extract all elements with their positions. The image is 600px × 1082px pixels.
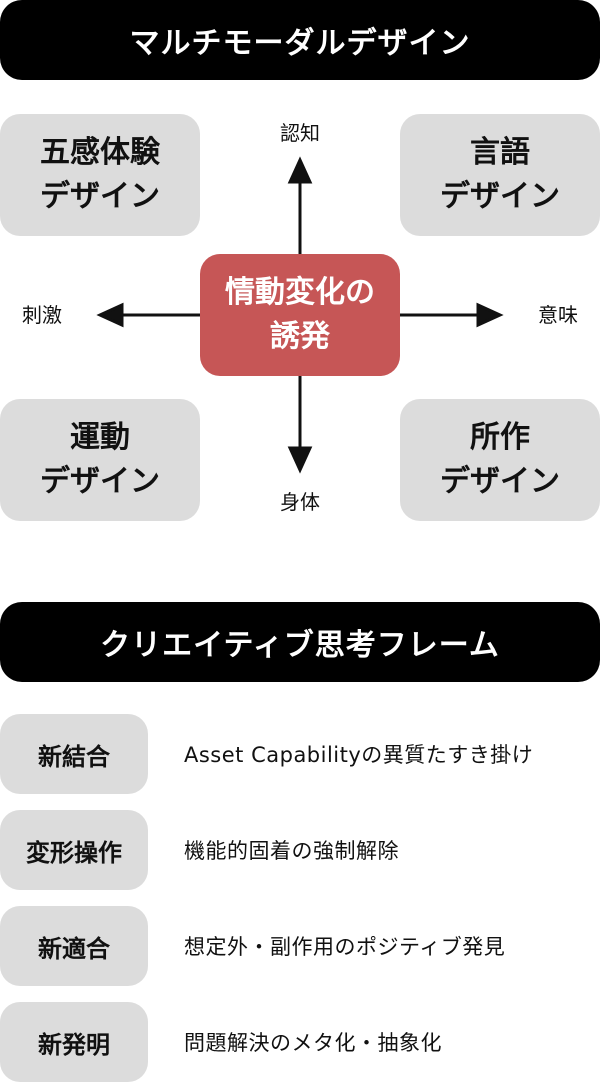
arrow-right-head bbox=[476, 302, 504, 328]
framework-desc: 想定外・副作用のポジティブ発見 bbox=[184, 935, 506, 959]
quadrant-language: 言語 デザイン bbox=[400, 114, 600, 236]
arrow-down-head bbox=[287, 446, 313, 474]
center-line-2: 誘発 bbox=[270, 319, 330, 354]
framework-desc: 問題解決のメタ化・抽象化 bbox=[184, 1031, 442, 1055]
axis-label-top: 認知 bbox=[280, 121, 320, 145]
center-line-1: 情動変化の bbox=[225, 275, 375, 310]
quadrant-line-2: デザイン bbox=[440, 464, 560, 499]
creative-thinking-title: クリエイティブ思考フレーム bbox=[100, 628, 500, 663]
quadrant-line-2: デザイン bbox=[40, 179, 160, 214]
center-emotion-change: 情動変化の 誘発 bbox=[200, 254, 400, 376]
framework-desc: 機能的固着の強制解除 bbox=[184, 839, 399, 863]
framework-desc: Asset Capabilityの異質たすき掛け bbox=[184, 743, 534, 767]
quadrant-motion: 運動 デザイン bbox=[0, 399, 200, 521]
quadrant-line-1: 運動 bbox=[70, 420, 130, 455]
multimodal-design-banner: マルチモーダルデザイン bbox=[0, 0, 600, 80]
arrow-up-head bbox=[287, 156, 313, 184]
quadrant-gesture: 所作 デザイン bbox=[400, 399, 600, 521]
framework-tag: 新適合 bbox=[0, 906, 148, 986]
quadrant-five-senses: 五感体験 デザイン bbox=[0, 114, 200, 236]
framework-tag: 新結合 bbox=[0, 714, 148, 794]
quadrant-line-1: 五感体験 bbox=[40, 135, 160, 170]
quadrant-line-2: デザイン bbox=[440, 179, 560, 214]
axis-label-left: 刺激 bbox=[22, 303, 62, 327]
arrow-left-head bbox=[96, 302, 124, 328]
quadrant-line-2: デザイン bbox=[40, 464, 160, 499]
axis-label-bottom: 身体 bbox=[280, 490, 320, 514]
multimodal-design-title: マルチモーダルデザイン bbox=[129, 26, 471, 61]
quadrant-line-1: 所作 bbox=[470, 420, 530, 455]
framework-tag: 新発明 bbox=[0, 1002, 148, 1082]
axis-label-right: 意味 bbox=[538, 303, 578, 327]
framework-tag: 変形操作 bbox=[0, 810, 148, 890]
quadrant-line-1: 言語 bbox=[470, 135, 530, 170]
creative-thinking-banner: クリエイティブ思考フレーム bbox=[0, 602, 600, 682]
axis-arrows bbox=[96, 156, 504, 474]
